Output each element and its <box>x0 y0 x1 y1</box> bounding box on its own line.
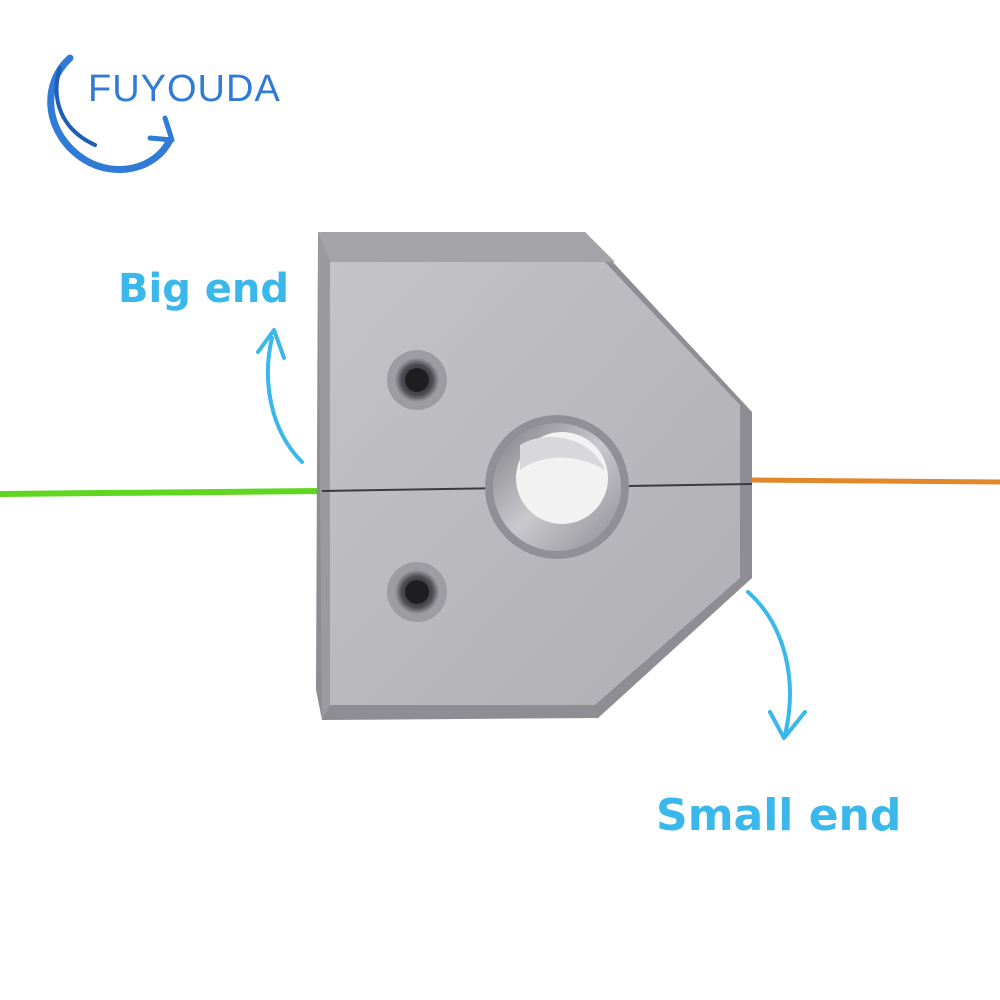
connector-block <box>316 232 753 720</box>
screw-hole-bottom <box>387 562 447 622</box>
curved-arrow-down-icon <box>746 590 807 740</box>
small-end-label: Small end <box>656 790 902 841</box>
brand-logo-text: FUYOUDA <box>88 68 281 110</box>
brand-swoosh-icon <box>47 54 175 174</box>
central-bore <box>485 415 629 559</box>
big-end-label: Big end <box>118 266 289 312</box>
curved-arrow-up-icon <box>256 328 304 464</box>
orange-filament <box>751 477 1000 485</box>
screw-hole-top <box>387 350 447 410</box>
green-filament <box>0 488 323 497</box>
